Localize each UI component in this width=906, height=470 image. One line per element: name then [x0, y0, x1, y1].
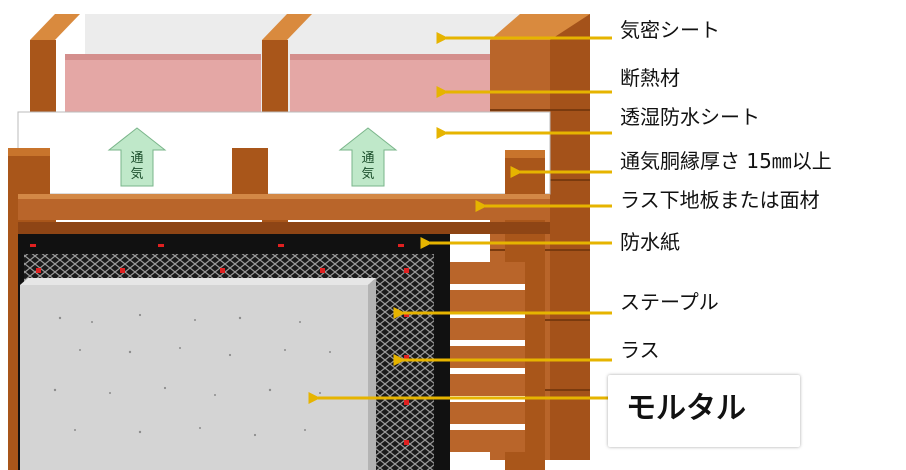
label-lath-board: ラス下地板または面材	[620, 188, 820, 212]
lath-boards	[18, 194, 550, 452]
label-insulation: 断熱材	[620, 66, 680, 90]
staple-marks-top	[30, 244, 404, 247]
leader-arrows	[308, 32, 612, 404]
breathable-sheet	[17, 111, 551, 195]
mortar-label-box	[608, 375, 800, 447]
vent-char: 気	[130, 166, 143, 182]
vent-label-1: 通気	[130, 151, 143, 182]
label-staple: ステープル	[620, 290, 719, 314]
vent-char: 通	[130, 151, 143, 166]
label-breathable-sheet: 透湿防水シート	[620, 105, 760, 129]
label-furring: 通気胴縁厚さ 15㎜以上	[620, 149, 832, 173]
mortar-layer	[20, 278, 376, 470]
vent-label-2: 通気	[361, 151, 374, 182]
vent-arrow-2: 通気	[338, 127, 398, 187]
vent-char: 気	[361, 166, 374, 182]
label-waterproof-paper: 防水紙	[620, 230, 680, 254]
label-airtight-sheet: 気密シート	[620, 18, 720, 42]
label-mortar: モルタル	[626, 391, 746, 426]
insulation-layer	[65, 54, 490, 118]
vent-arrow-1: 通気	[107, 127, 167, 187]
label-lath: ラス	[620, 338, 660, 362]
vent-char: 通	[361, 151, 374, 166]
